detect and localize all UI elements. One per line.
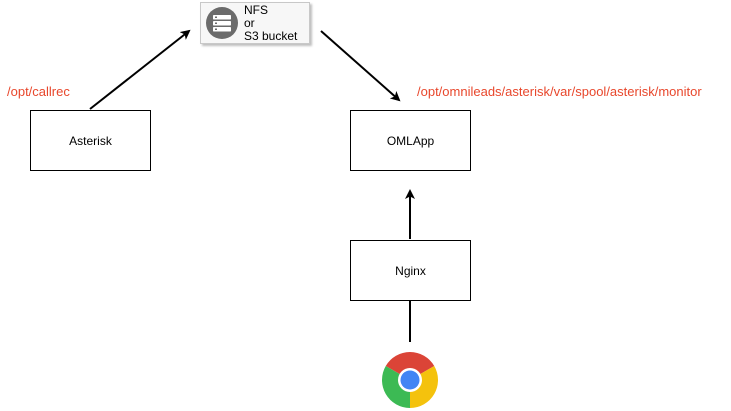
arrow-storage-to-omlapp <box>320 30 401 102</box>
omlapp-node: OMLApp <box>350 110 471 171</box>
arrow-asterisk-to-storage <box>89 29 191 110</box>
asterisk-path-label: /opt/callrec <box>7 84 70 99</box>
storage-label-nfs: NFS <box>244 3 268 17</box>
omlapp-node-label: OMLApp <box>386 133 435 148</box>
nginx-node-label: Nginx <box>395 263 426 278</box>
server-icon <box>206 7 238 39</box>
storage-label-s3: S3 bucket <box>244 29 298 43</box>
asterisk-node-label: Asterisk <box>69 133 112 148</box>
asterisk-node: Asterisk <box>30 110 151 171</box>
nginx-node: Nginx <box>350 240 471 301</box>
storage-label: NFS or S3 bucket <box>244 4 297 43</box>
chrome-browser-icon <box>382 351 438 408</box>
storage-node: NFS or S3 bucket <box>200 2 310 44</box>
omlapp-path-label: /opt/omnileads/asterisk/var/spool/asteri… <box>417 84 702 99</box>
storage-label-or: or <box>244 16 255 30</box>
